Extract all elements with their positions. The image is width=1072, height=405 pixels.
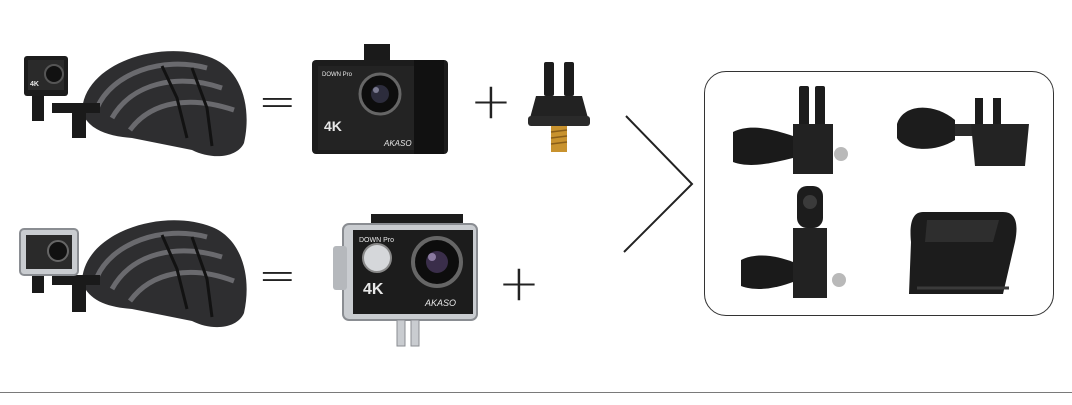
pivot-arm-icon [741, 186, 846, 298]
equals-sign-row1: = [258, 74, 297, 128]
buckle-mount-icon [897, 98, 1029, 166]
accessories-panel [704, 71, 1054, 316]
camera-in-frame-icon: 4K AKASO DOWN Pro [312, 44, 448, 154]
housing-camera-resolution-label: 4K [363, 281, 384, 298]
helmet-with-camera-icon-row2 [19, 220, 247, 328]
screw-adapter-icon [528, 62, 590, 152]
housing-camera-brand-label: AKASO [424, 298, 456, 308]
curved-adhesive-mount-icon [909, 212, 1017, 294]
equals-sign-row2: = [258, 248, 297, 302]
plus-sign-row1: + [470, 72, 512, 130]
plus-sign-row2: + [498, 254, 540, 312]
camera-brand-label: AKASO [383, 139, 412, 148]
camera-resolution-label: 4K [324, 118, 342, 134]
housing-camera-top-label: DOWN Pro [359, 237, 394, 244]
bottom-divider [0, 392, 1072, 393]
svg-text:4K: 4K [30, 81, 39, 88]
camera-in-housing-icon: 4K AKASO DOWN Pro [333, 214, 478, 347]
chevron-right-icon [623, 115, 694, 253]
camera-top-label: DOWN Pro [322, 72, 353, 78]
helmet-with-camera-icon-row1: 4K [24, 51, 247, 157]
thumbscrew-mount-icon [733, 86, 848, 174]
